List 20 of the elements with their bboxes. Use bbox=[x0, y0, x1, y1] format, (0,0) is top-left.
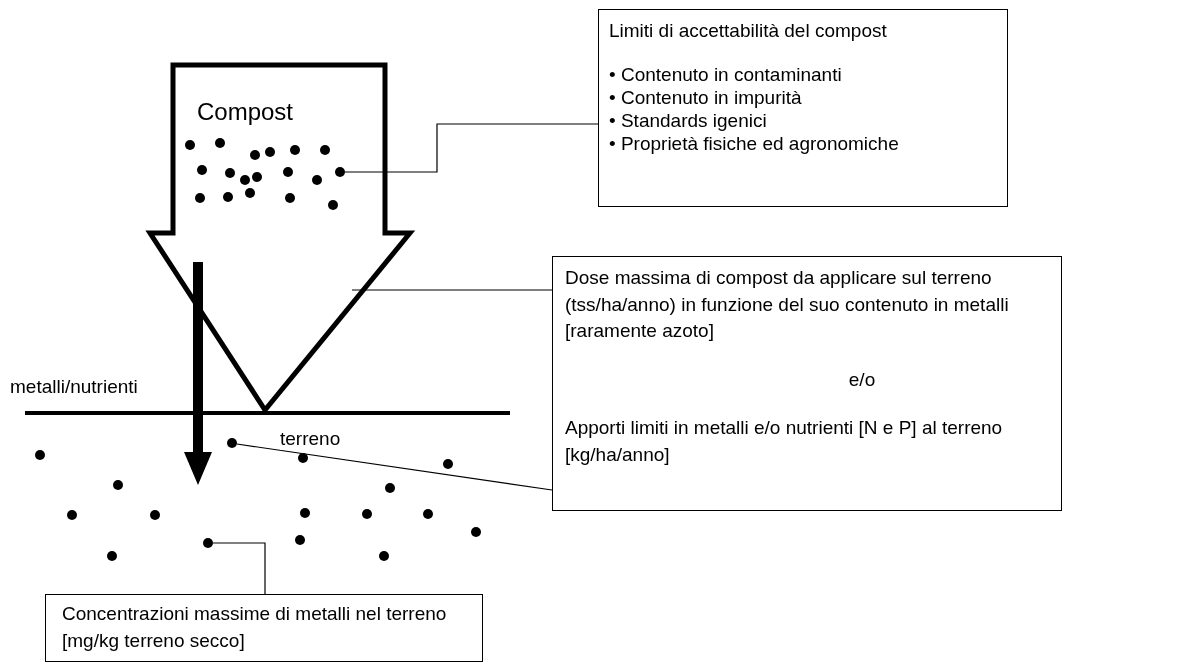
leader-line bbox=[344, 123, 599, 173]
bullet-item: • Proprietà fisiche ed agronomiche bbox=[609, 133, 900, 155]
leader-line bbox=[236, 443, 553, 491]
dot bbox=[335, 167, 345, 177]
dot bbox=[203, 538, 213, 548]
callout-heading: Limiti di accettabilità del compost bbox=[609, 20, 888, 42]
arrow-label: Compost bbox=[197, 98, 294, 126]
callout-box bbox=[45, 594, 483, 662]
callout-box bbox=[598, 9, 1008, 207]
callout-text: Concentrazioni massime di metalli nel terreno [mg/kg terreno secco] bbox=[62, 602, 448, 653]
callout-text: Dose massima di compost da applicare sul terreno (tss/ha/anno) in funzione del suo contenuto in metalli [raramente azoto] bbox=[565, 266, 1010, 344]
leader-line bbox=[351, 289, 553, 291]
callout-text: Apporti limiti in metalli e/o nutrienti [N e P] al terreno [kg/ha/anno] bbox=[565, 416, 1004, 467]
bullet-item: • Contenuto in impurità bbox=[609, 87, 803, 109]
bullet-item: • Standards igenici bbox=[609, 110, 768, 132]
dot bbox=[227, 438, 237, 448]
callout-box bbox=[552, 256, 1062, 511]
leader-line bbox=[212, 542, 266, 595]
bullet-item: • Contenuto in contaminanti bbox=[609, 64, 843, 86]
callout-text: e/o bbox=[847, 367, 877, 392]
